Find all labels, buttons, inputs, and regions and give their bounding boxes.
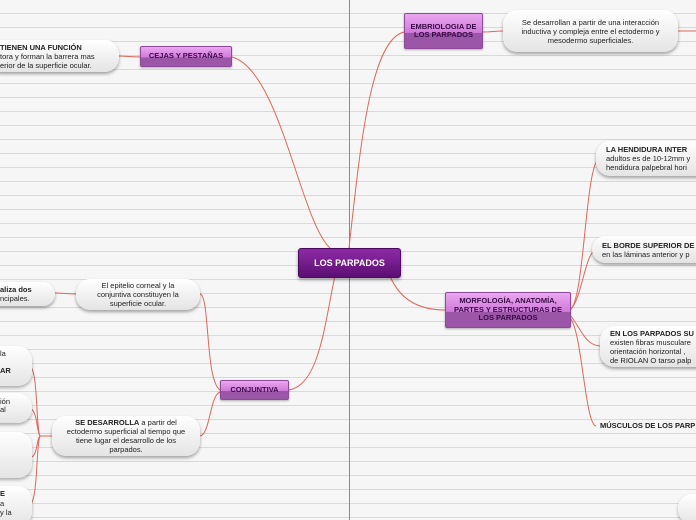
link-morf-musculos: [569, 317, 597, 427]
bubble-hendidura-line2: hendidura palpebral hori: [606, 163, 687, 172]
left-bubble-4-text-a: E: [0, 489, 6, 498]
bubble-desarrolla-rest: a partir del ectodermo superficial al ti…: [66, 418, 186, 454]
link-epitelio-left: [54, 292, 77, 295]
topic-conjuntiva-label: CONJUNTIVA: [230, 384, 279, 394]
bubble-hendidura-wrap: LA HENDIDURA INTER adultos es de 10-12mm…: [606, 145, 690, 172]
link-morf-borde: [569, 249, 597, 311]
link-left-1: [29, 365, 41, 437]
bubble-cejas-text-wrap: TIENEN UNA FUNCIÓN tora y forman la barr…: [0, 43, 109, 70]
link-central-embriologia: [348, 31, 405, 249]
bubble-cejas-funcion[interactable]: TIENEN UNA FUNCIÓN tora y forman la barr…: [0, 40, 119, 72]
left-bubble-4-text-b: a: [0, 499, 5, 508]
bubble-aliza-wrap: aliza dos ncipales.: [0, 285, 32, 303]
bubble-epitelio[interactable]: El epitelio corneal y la conjuntiva cons…: [76, 279, 200, 310]
link-morf-parpados: [569, 314, 601, 347]
left-bubble-2[interactable]: [0, 393, 32, 423]
right-edge-bubble[interactable]: [678, 494, 696, 520]
topic-embriologia[interactable]: EMBRIOLOGIA DE LOS PARPADOS: [404, 13, 483, 49]
left-bubble-2-text-a: ión: [0, 397, 11, 406]
bubble-desarrolla[interactable]: SE DESARROLLA a partir del ectodermo sup…: [52, 416, 200, 456]
left-bubble-4[interactable]: [0, 486, 32, 520]
bubble-hendidura[interactable]: LA HENDIDURA INTER adultos es de 10-12mm…: [596, 141, 696, 176]
bubble-hendidura-line1: adultos es de 10-12mm y: [606, 154, 691, 163]
left-bubble-3[interactable]: [0, 432, 32, 478]
left-bubble-1-text-b: AR: [0, 366, 11, 375]
bubble-borde-wrap: EL BORDE SUPERIOR DE en las láminas ante…: [602, 241, 694, 259]
bubble-parpados-wrap: EN LOS PARPADOS SU existen fibras muscul…: [610, 329, 694, 365]
bubble-aliza-bold: aliza dos: [0, 285, 32, 294]
topic-cejas-pestanas[interactable]: CEJAS Y PESTAÑAS: [140, 46, 232, 67]
link-conj-desarrolla: [199, 391, 221, 437]
bubble-desarrolla-bold: SE DESARROLLA: [75, 418, 140, 427]
link-embriologia-bubble: [482, 30, 504, 33]
bubble-hendidura-bold: LA HENDIDURA INTER: [606, 145, 688, 154]
bubble-desarrolla-wrap: SE DESARROLLA a partir del ectodermo sup…: [62, 418, 190, 454]
link-conj-epitelio: [199, 293, 221, 391]
central-topic-label: LOS PARPADOS: [314, 258, 385, 268]
item-musculos[interactable]: MÚSCULOS DE LOS PARP: [600, 421, 696, 430]
left-bubble-2-text-b: al: [0, 405, 6, 414]
topic-conjuntiva[interactable]: CONJUNTIVA: [220, 380, 289, 400]
link-cejas-bubble: [117, 55, 141, 58]
link-central-cejas: [231, 56, 331, 249]
bubble-parpados-line1: existen fibras musculare: [610, 337, 691, 347]
left-bubble-1[interactable]: [0, 346, 32, 386]
bubble-borde-line1: en las láminas anterior y p: [602, 249, 690, 259]
link-central-conjuntiva: [288, 275, 336, 391]
left-bubble-1-text-a: la: [0, 349, 6, 358]
bubble-aliza[interactable]: aliza dos ncipales.: [0, 282, 55, 306]
bubble-embriologia[interactable]: Se desarrollan a partir de una interacci…: [503, 10, 678, 52]
bubble-parpados-line3: de RIOLAN O tarso palp: [610, 355, 692, 365]
topic-cejas-label: CEJAS Y PESTAÑAS: [148, 51, 224, 61]
left-bubble-4-text-c: y la: [0, 508, 12, 517]
topic-morfologia[interactable]: MORFOLOGÍA, ANATOMÍA, PARTES Y ESTRUCTUR…: [445, 292, 571, 328]
topic-morfologia-label: MORFOLOGÍA, ANATOMÍA, PARTES Y ESTRUCTUR…: [454, 296, 562, 323]
link-central-morfologia: [389, 275, 446, 311]
bubble-cejas-bold: TIENEN UNA FUNCIÓN: [0, 42, 82, 52]
bubble-aliza-rest: ncipales.: [0, 294, 30, 303]
topic-embriologia-label: EMBRIOLOGIA DE LOS PARPADOS: [410, 21, 477, 39]
bubble-cejas-rest: tora y forman la barrera mas erior de la…: [0, 51, 95, 70]
bubble-borde-bold: EL BORDE SUPERIOR DE: [602, 240, 695, 250]
link-morf-hendidura: [569, 157, 601, 311]
bubble-borde-superior[interactable]: EL BORDE SUPERIOR DE en las láminas ante…: [592, 236, 696, 263]
bubble-epitelio-text: El epitelio corneal y la conjuntiva cons…: [97, 281, 179, 308]
bubble-parpados-bold: EN LOS PARPADOS SU: [610, 328, 694, 338]
central-topic[interactable]: LOS PARPADOS: [298, 248, 401, 278]
bubble-parpados-line2: orientación horizontal ,: [610, 346, 686, 356]
bubble-embriologia-text: Se desarrollan a partir de una interacci…: [521, 17, 660, 45]
bubble-parpados-su[interactable]: EN LOS PARPADOS SU existen fibras muscul…: [600, 326, 696, 367]
